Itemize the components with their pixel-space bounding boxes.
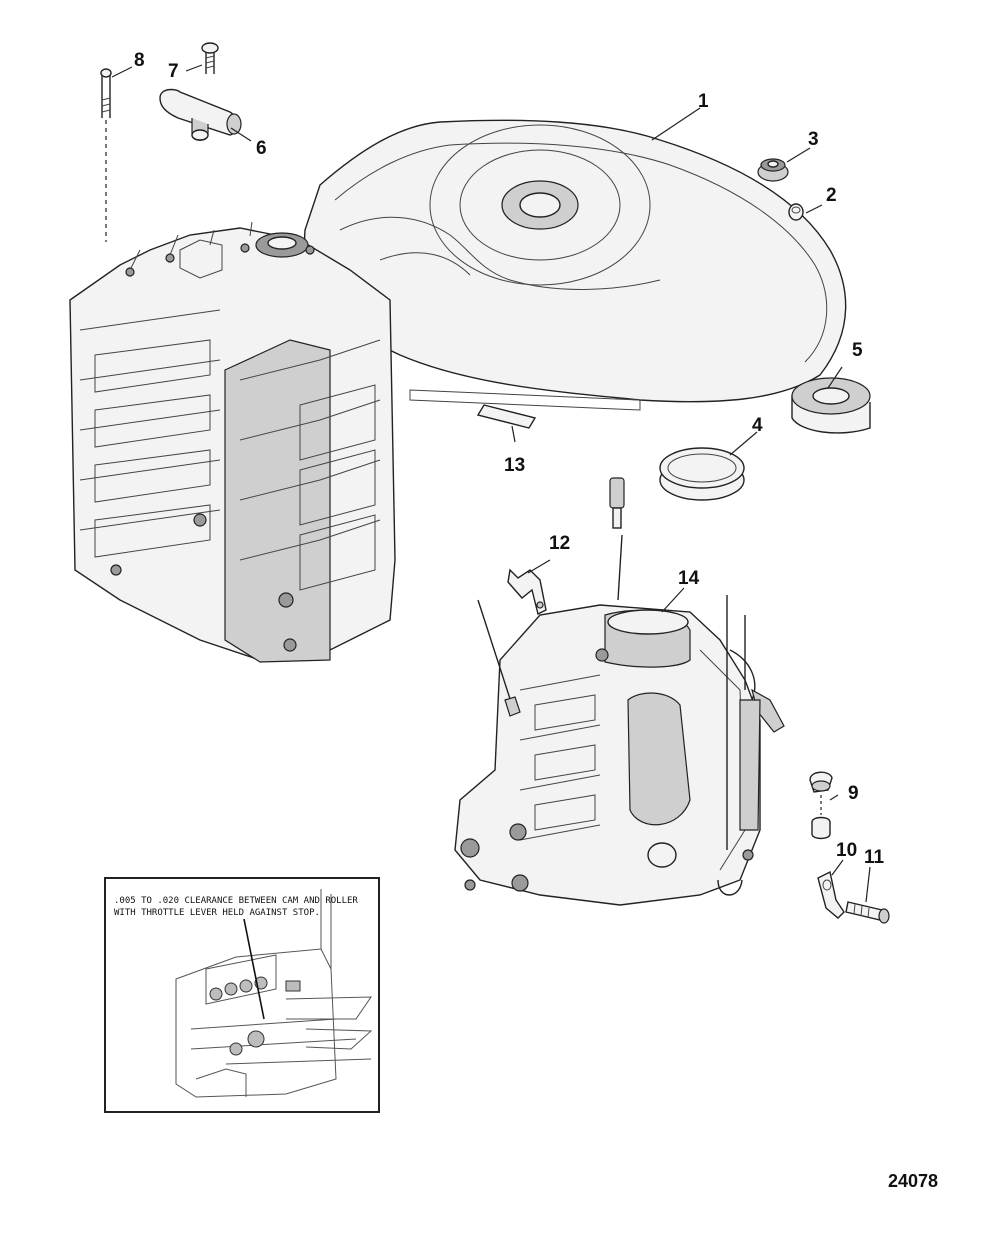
inset-note: .005 TO .020 CLEARANCE BETWEEN CAM AND R… — [114, 895, 382, 919]
callout-4: 4 — [752, 415, 763, 436]
figure-number: 24078 — [888, 1171, 939, 1191]
inset-detail-box: .005 TO .020 CLEARANCE BETWEEN CAM AND R… — [104, 877, 380, 1113]
callout-14: 14 — [678, 568, 700, 589]
screw-part — [201, 42, 219, 74]
callout-7: 7 — [168, 61, 179, 82]
fitting-part — [159, 88, 242, 141]
inset-drawing — [175, 889, 373, 1098]
inset-note-line-1: .005 TO .020 CLEARANCE BETWEEN CAM AND R… — [114, 896, 358, 906]
callout-2: 2 — [826, 185, 837, 206]
callout-6: 6 — [256, 138, 267, 159]
callout-1: 1 — [698, 91, 709, 112]
callout-8: 8 — [134, 50, 145, 71]
cup-part — [791, 377, 871, 434]
callout-5: 5 — [852, 340, 863, 361]
grommet-part — [757, 158, 789, 182]
flywheel-cover-part — [303, 119, 847, 411]
callout-12: 12 — [549, 533, 571, 554]
bushing-part — [788, 203, 804, 221]
callout-11: 11 — [864, 847, 885, 868]
crankcase-assembly-part — [454, 477, 785, 906]
engine-block-part — [69, 221, 396, 663]
screw-part — [845, 901, 890, 924]
plug-part — [809, 771, 833, 840]
callout-3: 3 — [808, 129, 819, 150]
callout-13: 13 — [504, 455, 526, 476]
bolt-part — [100, 68, 112, 242]
seal-ring-part — [659, 447, 745, 501]
inset-note-line-2: WITH THROTTLE LEVER HELD AGAINST STOP. — [114, 908, 320, 918]
bracket-part — [817, 870, 845, 919]
clip-part — [507, 568, 547, 616]
strip-part — [476, 404, 537, 429]
callout-10: 10 — [836, 840, 858, 861]
leader-lines — [111, 64, 871, 903]
callout-9: 9 — [848, 783, 859, 804]
